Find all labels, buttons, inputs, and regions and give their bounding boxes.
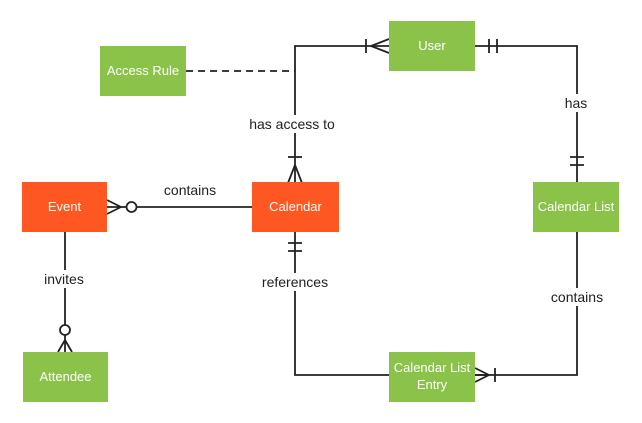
connector-line (294, 45, 389, 183)
entity-label: User (418, 37, 446, 53)
connector-contains-event (106, 199, 252, 215)
connector-line (475, 45, 578, 182)
double-bar-icon (288, 242, 302, 252)
connector-has-access-to (287, 38, 390, 184)
relationship-label-has: has (560, 94, 592, 112)
connector-invites (57, 232, 73, 353)
crows-foot-icon (57, 339, 73, 353)
entity-user[interactable]: User (389, 21, 475, 71)
connector-has (475, 39, 584, 182)
entity-label: Access Rule (106, 62, 180, 78)
double-bar-icon (570, 156, 584, 166)
relationship-label-references: references (257, 273, 333, 291)
entity-label: Attendee (39, 368, 92, 384)
entity-calendar-list[interactable]: Calendar List (533, 182, 619, 232)
entity-calendar-list-entry[interactable]: Calendar List Entry (389, 352, 475, 402)
crows-foot-icon (106, 199, 122, 215)
entity-calendar[interactable]: Calendar (252, 182, 339, 232)
entity-access-rule[interactable]: Access Rule (100, 46, 186, 96)
entity-label: Calendar List (537, 198, 615, 214)
zero-ring-icon (125, 201, 138, 213)
connector-line (294, 232, 389, 376)
entity-label: Calendar List Entry (393, 360, 471, 392)
relationship-label-contains-event: contains (159, 181, 221, 199)
relationship-label-has-access-to: has access to (245, 115, 339, 133)
crows-foot-icon (370, 38, 390, 54)
relationship-label-invites: invites (40, 270, 88, 288)
connector-line (475, 232, 578, 376)
connector-references (288, 232, 389, 376)
relationship-label-contains-entry: contains (546, 288, 608, 306)
double-bar-icon (488, 39, 498, 53)
entity-event[interactable]: Event (22, 182, 107, 232)
entity-label: Event (47, 198, 82, 214)
entity-attendee[interactable]: Attendee (23, 352, 108, 402)
crows-foot-icon (474, 367, 490, 383)
connector-contains-entry (474, 232, 578, 383)
zero-ring-icon (59, 324, 71, 336)
entity-label: Calendar (269, 198, 322, 214)
crows-foot-icon (287, 164, 303, 184)
